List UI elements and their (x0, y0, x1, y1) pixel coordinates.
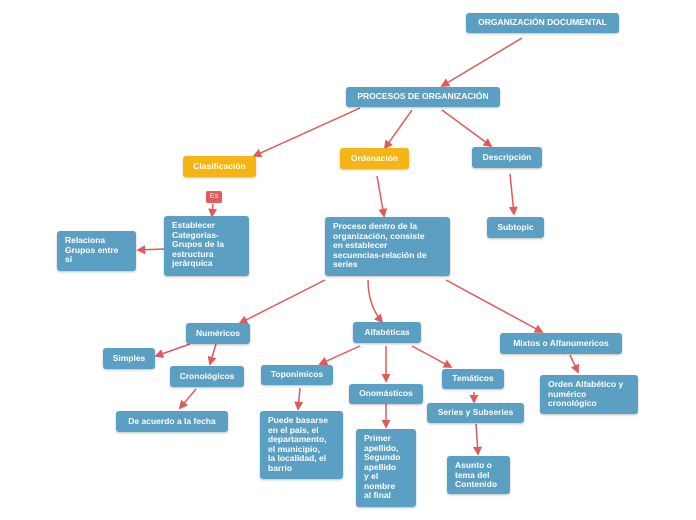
node-tematicos[interactable]: Temáticos (442, 369, 504, 389)
edge-procesos-descripcion (441, 109, 493, 148)
node-de-acuerdo-fecha[interactable]: De acuerdo a la fecha (116, 411, 228, 432)
edge-descripcion-subtopic (508, 173, 518, 216)
node-mixtos-alfanumericos[interactable]: Mixtos o Alfanumericos (500, 333, 622, 354)
node-toponimicos[interactable]: Toponimicos (261, 365, 333, 385)
node-series-subseries[interactable]: Series y Subseries (427, 403, 524, 423)
node-ordenacion[interactable]: Ordenación (340, 148, 409, 169)
node-relaciona-grupos[interactable]: Relaciona Grupos entre sí (57, 231, 136, 271)
edge-proceso-numericos (238, 279, 326, 324)
node-cronologicos[interactable]: Cronológicos (170, 366, 244, 387)
label-es: Es (206, 191, 222, 203)
node-clasificacion[interactable]: Clasificación (183, 156, 256, 177)
edge-ordenacion-proceso (376, 175, 388, 218)
edge-numericos-simples (154, 343, 191, 358)
edge-root-procesos (440, 37, 523, 87)
node-organizacion-documental[interactable]: ORGANIZACIÓN DOCUMENTAL (466, 13, 619, 33)
node-primer-apellido[interactable]: Primer apellido, Segundo apellido y el n… (356, 429, 416, 507)
node-proceso-dentro[interactable]: Proceso dentro de la organización, consi… (325, 217, 450, 276)
edge-es-establecer (208, 203, 218, 218)
node-orden-alfabetico[interactable]: Orden Alfabético y numérico cronológico (540, 375, 638, 414)
edge-proceso-mixtos (445, 279, 544, 333)
node-subtopic[interactable]: Subtopic (487, 217, 544, 238)
node-procesos-organizacion[interactable]: PROCESOS DE ORGANIZACIÓN (346, 87, 500, 107)
node-asunto-tema[interactable]: Asunto o tema del Contenido (447, 456, 510, 494)
edge-series-asunto (473, 423, 483, 456)
node-puede-basarse[interactable]: Puede basarse en el país, el departament… (260, 411, 343, 479)
edge-establecer-relaciona (136, 245, 165, 255)
edge-procesos-clasificacion (252, 107, 361, 158)
node-descripcion[interactable]: Descripción (472, 147, 542, 168)
edge-procesos-ordenacion (383, 109, 413, 150)
node-numericos[interactable]: Numéricos (186, 323, 250, 344)
node-onomasticos[interactable]: Onomásticos (349, 384, 423, 404)
edge-alfabeticas-tematicos (411, 345, 453, 368)
edge-mixtos-orden (569, 354, 580, 374)
node-alfabeticas[interactable]: Alfabéticas (353, 322, 421, 343)
edge-cronologicos-fecha (178, 388, 197, 410)
edge-proceso-alfabeticas (367, 279, 384, 324)
edge-alfabeticas-toponimicos (318, 345, 361, 366)
edge-numericos-cronologicos (207, 343, 217, 366)
edge-toponimicos-puede (294, 387, 304, 411)
node-establecer-categorias[interactable]: Establecer Categorías- Grupos de la estr… (164, 216, 249, 276)
node-simples[interactable]: Simples (103, 348, 155, 369)
